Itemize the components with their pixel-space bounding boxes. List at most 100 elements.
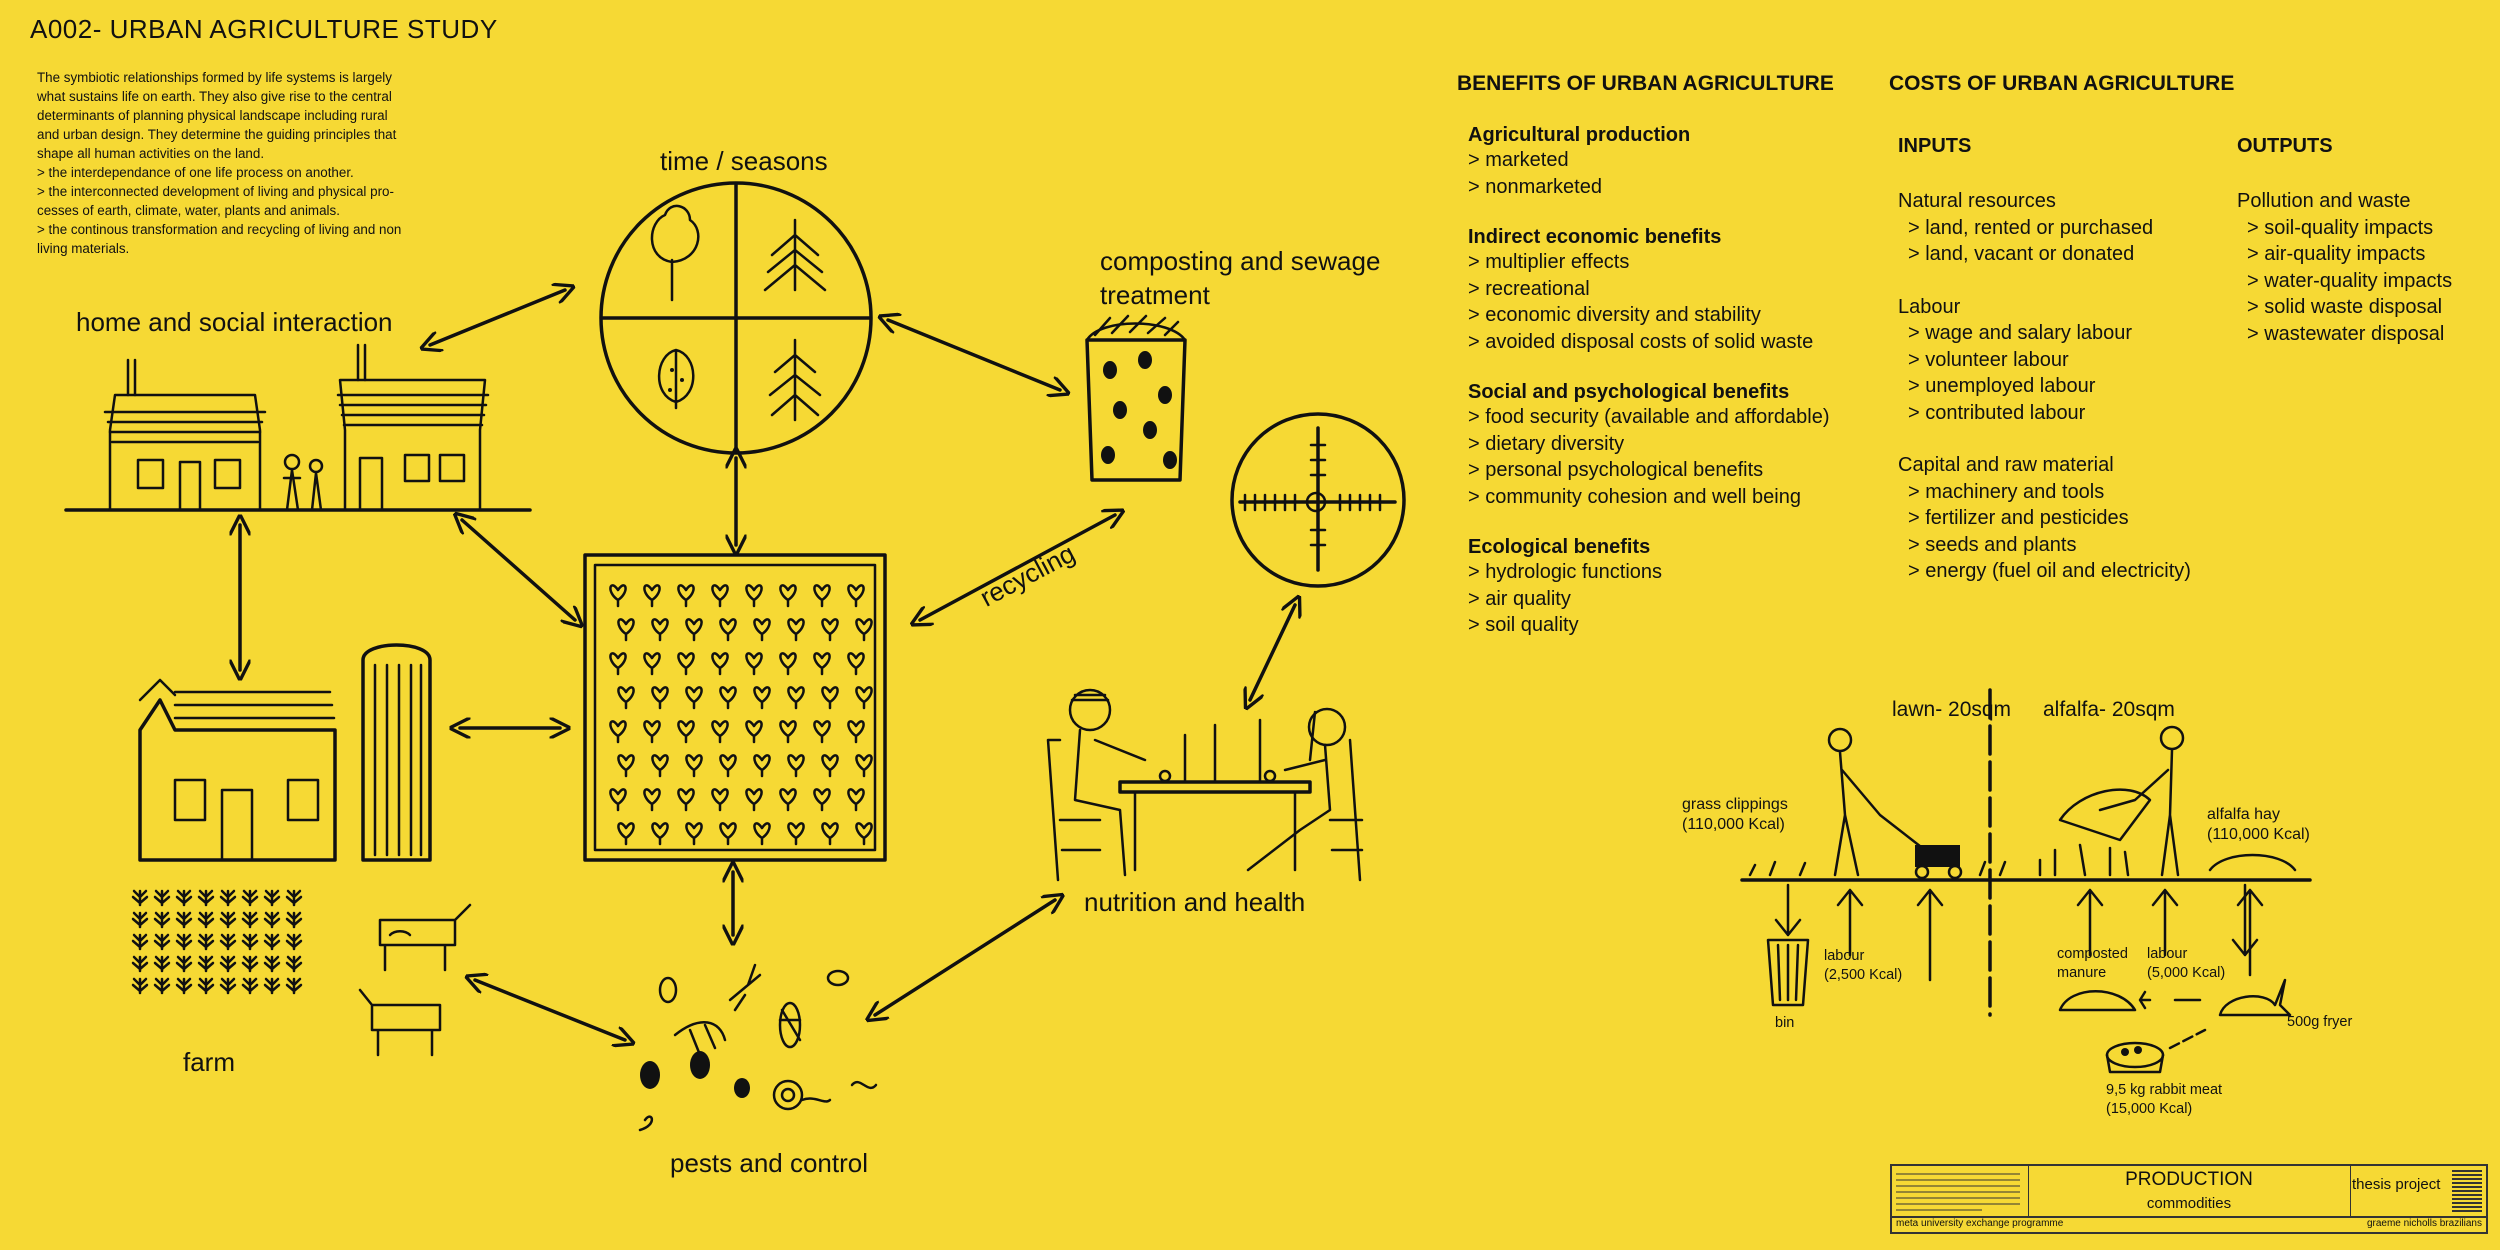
sprout-mark bbox=[719, 618, 737, 642]
sprout-mark bbox=[609, 788, 627, 812]
compost-bin-drawing bbox=[1085, 314, 1187, 482]
crop-mark bbox=[131, 933, 149, 951]
sprout-mark bbox=[609, 720, 627, 744]
label-alfalfa: alfalfa- 20sqm bbox=[2043, 698, 2175, 721]
benefit-section-title: Agricultural production bbox=[1468, 124, 1691, 146]
label-line: labour bbox=[1824, 948, 1865, 964]
sprout-mark bbox=[779, 720, 797, 744]
cost-item: > solid waste disposal bbox=[2247, 296, 2443, 318]
sprout-mark bbox=[651, 822, 669, 846]
intro-line: cesses of earth, climate, water, plants … bbox=[37, 203, 340, 218]
inputs-list: Natural resources > land, rented or purc… bbox=[1898, 188, 2238, 585]
label-line: labour bbox=[2147, 946, 2188, 962]
intro-line: what sustains life on earth. They also g… bbox=[37, 89, 392, 104]
sprout-mark bbox=[643, 652, 661, 676]
sprout-mark bbox=[617, 686, 635, 710]
benefit-item: > dietary diversity bbox=[1468, 432, 1625, 455]
cost-item: > land, rented or purchased bbox=[1908, 216, 2154, 239]
sun-circle-drawing bbox=[1230, 412, 1406, 588]
crop-mark bbox=[263, 911, 281, 929]
production-label: PRODUCTION bbox=[2125, 1169, 2253, 1190]
crop-mark bbox=[131, 955, 149, 973]
crop-mark bbox=[153, 977, 171, 995]
relationship-arrows bbox=[240, 290, 1295, 1040]
sprout-mark bbox=[685, 822, 703, 846]
label-line: (110,000 Kcal) bbox=[1682, 816, 1785, 833]
label-farm: farm bbox=[183, 1047, 235, 1077]
crop-mark bbox=[219, 977, 237, 995]
label-pests: pests and control bbox=[670, 1148, 869, 1178]
crop-mark bbox=[285, 911, 303, 929]
crop-mark bbox=[263, 977, 281, 995]
sprout-pattern bbox=[609, 584, 873, 846]
cost-item: > wastewater disposal bbox=[2247, 322, 2445, 345]
lawn-alfalfa-drawing bbox=[1740, 688, 2312, 1074]
sprout-mark bbox=[643, 584, 661, 608]
sprout-mark bbox=[753, 686, 771, 710]
label-line: (15,000 Kcal) bbox=[2106, 1101, 2193, 1117]
sprout-mark bbox=[617, 754, 635, 778]
sprout-mark bbox=[779, 584, 797, 608]
benefit-item: > multiplier effects bbox=[1468, 251, 1630, 273]
benefit-item: > community cohesion and well being bbox=[1468, 485, 1801, 508]
crop-mark bbox=[153, 911, 171, 929]
label-line: 9,5 kg rabbit meat bbox=[2106, 1082, 2223, 1098]
inputs-heading: INPUTS bbox=[1898, 135, 1972, 157]
sprout-mark bbox=[787, 822, 805, 846]
sprout-mark bbox=[685, 618, 703, 642]
sprout-mark bbox=[745, 652, 763, 676]
cost-group-title: Capital and raw material bbox=[1898, 454, 2114, 476]
sprout-mark bbox=[753, 754, 771, 778]
crop-mark bbox=[241, 889, 259, 907]
cost-item: > energy (fuel oil and electricity) bbox=[1908, 560, 2191, 582]
intro-line: > the interconnected development of livi… bbox=[37, 184, 394, 199]
crop-mark bbox=[285, 977, 303, 995]
sprout-mark bbox=[685, 686, 703, 710]
sprout-mark bbox=[711, 788, 729, 812]
author-label: graeme nicholls brazilians bbox=[2366, 1218, 2482, 1229]
crop-mark bbox=[131, 977, 149, 995]
crop-mark bbox=[263, 889, 281, 907]
benefit-item: > nonmarketed bbox=[1468, 175, 1602, 198]
crop-mark bbox=[241, 911, 259, 929]
costs-heading: COSTS OF URBAN AGRICULTURE bbox=[1889, 72, 2235, 95]
cost-item: > contributed labour bbox=[1908, 401, 2086, 424]
crop-mark bbox=[219, 955, 237, 973]
sprout-mark bbox=[813, 584, 831, 608]
fine-print-lines bbox=[1896, 1173, 2020, 1211]
sprout-mark bbox=[609, 584, 627, 608]
title-block-center: PRODUCTION commodities bbox=[2028, 1166, 2351, 1216]
cost-item: > machinery and tools bbox=[1908, 480, 2105, 503]
sprout-mark bbox=[821, 822, 839, 846]
crop-mark bbox=[197, 955, 215, 973]
crop-mark bbox=[197, 933, 215, 951]
label-line: (110,000 Kcal) bbox=[2207, 826, 2310, 843]
commodities-label: commodities bbox=[2146, 1195, 2232, 1212]
sprout-mark bbox=[855, 822, 873, 846]
crop-mark bbox=[175, 911, 193, 929]
sprout-mark bbox=[711, 584, 729, 608]
outputs-heading: OUTPUTS bbox=[2237, 135, 2333, 157]
cost-item: > land, vacant or donated bbox=[1908, 243, 2135, 265]
crop-mark bbox=[197, 889, 215, 907]
crop-mark bbox=[153, 955, 171, 973]
crop-mark bbox=[219, 889, 237, 907]
sprout-mark bbox=[651, 754, 669, 778]
cost-item: > air-quality impacts bbox=[2247, 243, 2426, 265]
label-line: alfalfa hay bbox=[2207, 806, 2280, 823]
sprout-mark bbox=[855, 618, 873, 642]
sprout-mark bbox=[677, 584, 695, 608]
sprout-mark bbox=[847, 584, 865, 608]
dining-scene-drawing bbox=[1046, 688, 1364, 882]
label-home: home and social interaction bbox=[76, 307, 393, 337]
intro-line: and urban design. They determine the gui… bbox=[37, 127, 397, 142]
title-block: PRODUCTION commodities thesis project me… bbox=[1890, 1164, 2488, 1234]
sprout-mark bbox=[821, 618, 839, 642]
sprout-mark bbox=[651, 686, 669, 710]
crop-mark bbox=[241, 977, 259, 995]
sprout-mark bbox=[745, 584, 763, 608]
title-block-notes bbox=[1892, 1166, 2029, 1216]
label-alfalfa-hay: alfalfa hay (110,000 Kcal) bbox=[2207, 805, 2310, 845]
sprout-mark bbox=[711, 652, 729, 676]
sprout-mark bbox=[821, 686, 839, 710]
